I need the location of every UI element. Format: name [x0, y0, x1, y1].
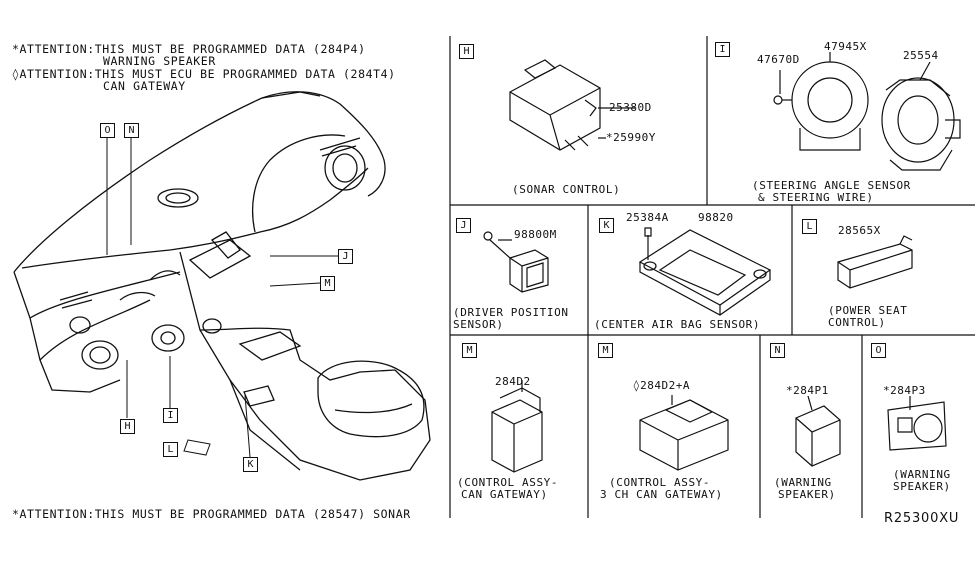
panel-l-letter: L: [802, 219, 817, 234]
callout-o: O: [100, 123, 115, 138]
air-bag-sensor-drawing: [640, 228, 770, 315]
can-gateway-drawing: [492, 380, 542, 472]
part-98820: 98820: [698, 211, 734, 224]
caption-warning-o: (WARNING: [893, 468, 951, 481]
power-seat-control-drawing: [838, 236, 912, 288]
part-25380d: 25380D: [609, 101, 652, 114]
diagram-reference-code: R25300XU: [884, 511, 960, 526]
part-47670d: 47670D: [757, 53, 800, 66]
panel-j-letter: J: [456, 218, 471, 233]
callout-j: J: [338, 249, 353, 264]
attention-line-2b: CAN GATEWAY: [103, 79, 186, 93]
panel-i-letter: I: [715, 42, 730, 57]
panel-m2-letter: M: [598, 343, 613, 358]
attention-line-2: ◊ATTENTION:THIS MUST ECU BE PROGRAMMED D…: [12, 67, 396, 81]
caption-control-assy-1: (CONTROL ASSY-: [457, 476, 559, 489]
caption-3ch-can-gateway: 3 CH CAN GATEWAY): [600, 488, 723, 501]
caption-control-assy-2: (CONTROL ASSY-: [609, 476, 711, 489]
panel-k-letter: K: [599, 218, 614, 233]
caption-steering-wire: & STEERING WIRE): [758, 191, 874, 204]
attention-bottom: *ATTENTION:THIS MUST BE PROGRAMMED DATA …: [12, 507, 411, 521]
panel-h-letter: H: [459, 44, 474, 59]
attention-line-1: *ATTENTION:THIS MUST BE PROGRAMMED DATA …: [12, 42, 366, 56]
part-25384a: 25384A: [626, 211, 669, 224]
part-25554: 25554: [903, 49, 939, 62]
3ch-can-gateway-drawing: [640, 395, 728, 470]
callout-k: K: [243, 457, 258, 472]
caption-sonar-control: (SONAR CONTROL): [512, 183, 621, 196]
callout-i: I: [163, 408, 178, 423]
panel-m1-letter: M: [462, 343, 477, 358]
caption-power-seat: (POWER SEAT: [828, 304, 908, 317]
part-284p3: *284P3: [883, 384, 926, 397]
part-47945x: 47945X: [824, 40, 867, 53]
part-98800m: 98800M: [514, 228, 557, 241]
callout-h: H: [120, 419, 135, 434]
caption-driver-position-sensor: SENSOR): [453, 318, 504, 331]
callout-l: L: [163, 442, 178, 457]
part-25990y: *25990Y: [606, 131, 656, 144]
panel-o-letter: O: [871, 343, 886, 358]
sonar-control-drawing: [510, 60, 635, 150]
caption-power-seat-control: CONTROL): [828, 316, 886, 329]
part-284d2a: ◊284D2+A: [633, 379, 690, 392]
warning-speaker-o-drawing: [888, 396, 946, 450]
caption-steering-angle-sensor: (STEERING ANGLE SENSOR: [752, 179, 911, 192]
callout-n: N: [124, 123, 139, 138]
attention-line-1b: WARNING SPEAKER: [103, 54, 216, 68]
dashboard-drawing: [14, 92, 430, 480]
caption-center-air-bag-sensor: (CENTER AIR BAG SENSOR): [594, 318, 761, 331]
driver-position-sensor-drawing: [484, 232, 548, 292]
caption-speaker-o: SPEAKER): [893, 480, 951, 493]
caption-can-gateway: CAN GATEWAY): [461, 488, 548, 501]
panel-n-letter: N: [770, 343, 785, 358]
caption-driver-position: (DRIVER POSITION: [453, 306, 569, 319]
part-284d2: 284D2: [495, 375, 531, 388]
steering-sensor-drawing: [774, 52, 960, 170]
caption-warning-n: (WARNING: [774, 476, 832, 489]
part-284p1: *284P1: [786, 384, 829, 397]
part-28565x: 28565X: [838, 224, 881, 237]
callout-m: M: [320, 276, 335, 291]
warning-speaker-n-drawing: [796, 396, 840, 466]
caption-speaker-n: SPEAKER): [778, 488, 836, 501]
